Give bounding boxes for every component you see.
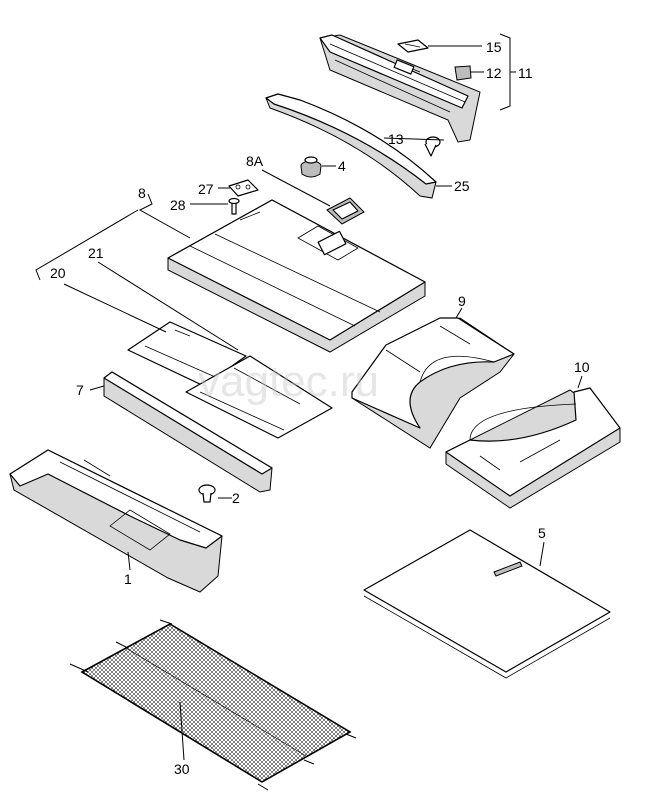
part-20-floor-insert <box>127 321 247 387</box>
callout-21: 21 <box>88 245 104 261</box>
part-25-trim-strip <box>265 93 437 199</box>
leader-lines <box>35 33 583 761</box>
callout-15: 15 <box>486 39 502 55</box>
part-7-sill-cover <box>103 371 273 493</box>
part-27-bracket <box>228 179 259 197</box>
part-12-clip <box>454 65 472 81</box>
watermark: vagtec.ru <box>198 357 379 406</box>
callout-8a: 8A <box>246 153 264 169</box>
part-28-screw <box>228 197 240 215</box>
part-9-spare-wheel-insert <box>351 317 515 449</box>
callout-10: 10 <box>574 359 590 375</box>
callout-28: 28 <box>170 197 186 213</box>
part-5-floor-mat <box>363 529 611 679</box>
part-21-floor-insert <box>185 355 333 439</box>
callout-25: 25 <box>454 178 470 194</box>
callout-8: 8 <box>138 185 146 201</box>
callout-13: 13 <box>388 131 404 147</box>
callout-11: 11 <box>518 65 533 81</box>
part-30-cargo-net <box>69 619 357 791</box>
callout-7: 7 <box>76 382 84 398</box>
callout-4: 4 <box>338 158 346 174</box>
callout-5: 5 <box>538 525 546 541</box>
callout-20: 20 <box>50 265 66 281</box>
callout-27: 27 <box>198 181 214 197</box>
callout-2: 2 <box>232 490 240 506</box>
callout-12: 12 <box>486 65 502 81</box>
part-8-floor-panel <box>167 199 426 353</box>
part-4-buffer <box>300 156 322 178</box>
callouts: 15 12 11 13 8A 4 27 25 8 28 21 20 9 10 7… <box>50 39 590 777</box>
part-10-spare-wheel-insert <box>445 387 621 509</box>
part-1-base-tray <box>9 449 223 593</box>
part-11-rear-trim-panel <box>319 34 481 143</box>
callout-1: 1 <box>124 571 132 587</box>
callout-9: 9 <box>458 293 466 309</box>
part-8a-handle <box>326 197 365 225</box>
part-15-clip <box>397 39 429 53</box>
part-2-clip <box>198 484 216 503</box>
callout-30: 30 <box>174 761 190 777</box>
